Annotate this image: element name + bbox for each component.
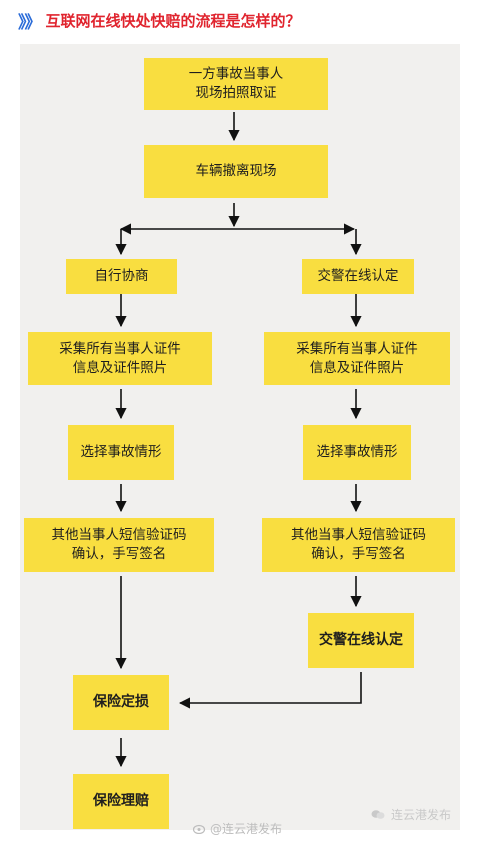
flow-box-left-confirm: 其他当事人短信验证码 确认，手写签名 [24, 518, 214, 572]
flow-box-left-situation: 选择事故情形 [68, 425, 174, 480]
flow-box-right-confirm: 其他当事人短信验证码 确认，手写签名 [262, 518, 455, 572]
flow-box-right-branch: 交警在线认定 [302, 259, 414, 294]
flow-box-claim: 保险理赔 [73, 774, 169, 829]
flow-box-assess: 保险定损 [73, 675, 169, 730]
flow-box-right-police: 交警在线认定 [308, 613, 414, 668]
article-title: 互联网在线快处快赔的流程是怎样的？ [45, 11, 301, 30]
flow-box-evacuate: 车辆撤离现场 [144, 145, 328, 198]
watermark-bottom-text: @连云港发布 [210, 822, 283, 836]
watermark-bottom: @连云港发布 [193, 820, 282, 837]
flow-box-start: 一方事故当事人 现场拍照取证 [144, 58, 328, 110]
article-header: 》》 互联网在线快处快赔的流程是怎样的？ [18, 8, 301, 33]
flow-box-left-branch: 自行协商 [66, 259, 177, 294]
arrow-police-to-assess [178, 672, 362, 709]
flow-box-right-collect: 采集所有当事人证件 信息及证件照片 [264, 332, 450, 385]
flow-box-right-situation: 选择事故情形 [303, 425, 411, 480]
weibo-icon [193, 824, 206, 834]
double-chevron-icon: 》》 [18, 12, 41, 33]
wechat-icon [371, 810, 385, 819]
watermark-right: 连云港发布 [391, 808, 452, 822]
flow-box-left-collect: 采集所有当事人证件 信息及证件照片 [28, 332, 212, 385]
